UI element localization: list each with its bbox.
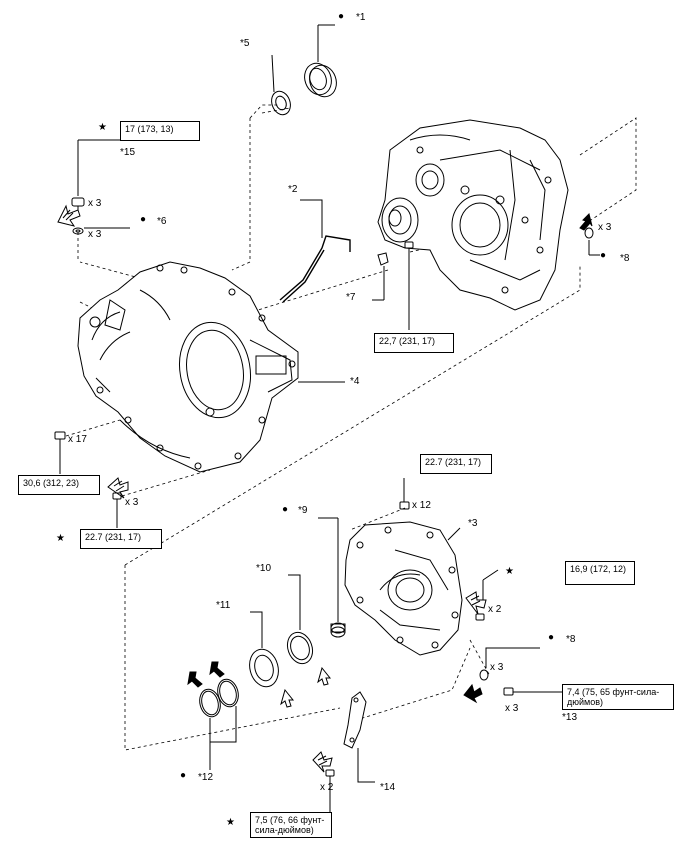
bolt-inner [404, 241, 414, 330]
callout-12: *12 [198, 772, 214, 783]
callout-13: *13 [562, 712, 578, 723]
oil-seal-part-5 [271, 90, 291, 116]
transmission-case-part-4 [77, 261, 299, 473]
bolt-lower-x3 [112, 492, 122, 528]
callout-8-upper: *8 [620, 253, 630, 264]
callout-8-lower: *8 [566, 634, 576, 645]
torque-box-13: 7,4 (75, 65 фунт-сила-дюймов) [562, 684, 674, 710]
arrow-icon-2 [187, 671, 203, 688]
qty-bolts-17: x 17 [68, 434, 87, 445]
callout-10: *10 [256, 563, 272, 574]
dot-marker-9: ● [282, 504, 289, 515]
torque-box-17: 30,6 (312, 23) [18, 475, 100, 495]
bolt-part-13 [503, 687, 562, 696]
torque-box-15: 17 (173, 13) [120, 121, 200, 141]
hollow-arrow-icon [317, 666, 332, 686]
seal-part-11 [249, 648, 279, 688]
dot-marker-8-lower: ● [548, 632, 555, 643]
hatched-arrow-icon-lower [107, 477, 129, 499]
callout-9: *9 [298, 505, 308, 516]
callout-3: *3 [468, 518, 478, 529]
hatched-arrow-icon-bottom [312, 751, 333, 773]
washer-part-6 [72, 227, 84, 235]
o-ring-part-8-upper [584, 227, 594, 239]
bracket-part-14 [343, 691, 367, 749]
qty-bolts-13: x 3 [505, 703, 519, 714]
star-marker-bottom: ★ [226, 817, 235, 828]
dot-marker-8-upper: ● [600, 250, 607, 261]
callout-14: *14 [380, 782, 396, 793]
callout-2: *2 [288, 184, 298, 195]
arrow-icon-4 [463, 683, 483, 704]
hatched-arrow-icon [57, 204, 81, 227]
qty-washer-6: x 3 [88, 229, 102, 240]
callout-11: *11 [216, 600, 231, 611]
torque-box-12: 22.7 (231, 17) [420, 454, 492, 474]
qty-bolts-12: x 12 [412, 500, 431, 511]
torque-box-cover: 16,9 (172, 12) [565, 561, 635, 585]
bearing-part-9 [330, 622, 346, 638]
dot-marker-6: ● [140, 214, 147, 225]
bolt-bottom-x2 [325, 769, 335, 812]
qty-bolt-15: x 3 [88, 198, 102, 209]
callout-5: *5 [240, 38, 250, 49]
oil-pipe-part-2 [279, 235, 351, 303]
bolt-cover-x2 [475, 613, 485, 621]
oil-seal-part-1 [304, 62, 337, 98]
dot-marker: ● [338, 11, 345, 22]
star-marker-cover: ★ [505, 566, 514, 577]
bolt-x17 [54, 431, 66, 474]
qty-orings-8-lower: x 3 [490, 662, 504, 673]
callout-7: *7 [346, 292, 356, 303]
callout-4: *4 [350, 376, 360, 387]
torque-box-inner: 22,7 (231, 17) [374, 333, 454, 353]
cover-part-3 [344, 521, 463, 656]
clip-part-7 [372, 252, 389, 301]
torque-box-14: 7,5 (76, 66 фунт-сила-дюймов) [250, 812, 332, 838]
arrow-icon [579, 213, 593, 231]
qty-bolts-14: x 2 [320, 782, 334, 793]
callout-15: *15 [120, 147, 136, 158]
star-marker: ★ [98, 122, 107, 133]
star-marker-lower: ★ [56, 533, 65, 544]
bolt-x12 [399, 478, 410, 510]
arrow-icon-3 [209, 661, 225, 678]
callout-6: *6 [157, 216, 167, 227]
qty-bolts-cover: x 2 [488, 604, 502, 615]
qty-bolts-lower: x 3 [125, 497, 139, 508]
hatched-arrow-icon-cover [465, 591, 487, 615]
transaxle-assembly [377, 119, 569, 311]
qty-orings-8-upper: x 3 [598, 222, 612, 233]
hollow-arrow-icon-2 [280, 688, 295, 708]
o-rings-part-12 [199, 678, 239, 718]
torque-box-lower: 22.7 (231, 17) [80, 529, 162, 549]
ring-part-10 [286, 631, 314, 665]
callout-1: *1 [356, 12, 366, 23]
o-ring-part-8-lower [479, 669, 489, 681]
dot-marker-12: ● [180, 770, 187, 781]
